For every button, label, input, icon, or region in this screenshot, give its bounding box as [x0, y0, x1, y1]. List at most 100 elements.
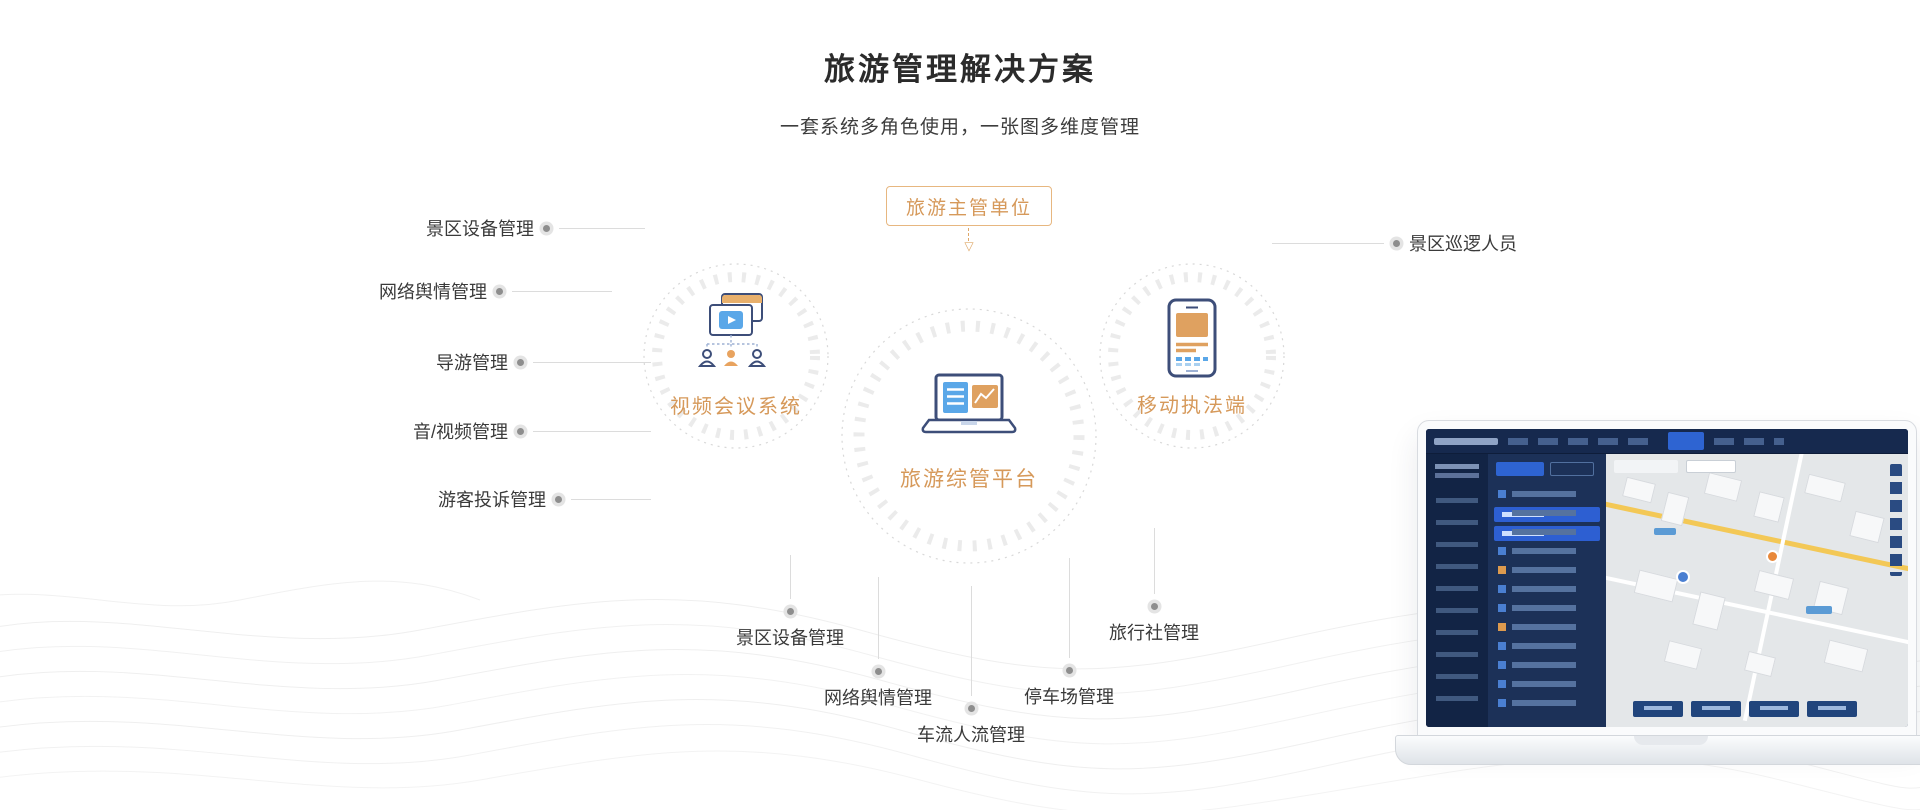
bottom-label-4: 停车场管理	[1024, 687, 1114, 707]
map-filter-button	[1614, 460, 1678, 473]
map-marker-blue	[1676, 570, 1690, 584]
dashboard-body	[1426, 454, 1908, 727]
panel-secondary-button	[1550, 462, 1594, 476]
connector-dot	[874, 668, 882, 675]
authority-dashed-line	[968, 228, 969, 241]
dashboard-logo	[1434, 437, 1498, 445]
map-label-pill	[1654, 528, 1676, 535]
node-platform: 旅游综管平台	[840, 307, 1098, 565]
connector-line	[533, 361, 651, 363]
left-label-5: 游客投诉管理	[438, 490, 546, 510]
bottom-connector-5: 旅行社管理	[1109, 528, 1199, 645]
node-mobile-label: 移动执法端	[1137, 395, 1247, 417]
panel-selected-row	[1494, 507, 1600, 522]
connector-dot	[786, 608, 794, 615]
connector-dot	[543, 224, 550, 232]
panel-warning-icon	[1498, 566, 1506, 574]
connector-line	[970, 586, 972, 696]
connector-line	[571, 498, 651, 500]
bottom-connector-1: 景区设备管理	[736, 555, 844, 650]
dashed-ring	[643, 263, 829, 449]
bottom-label-1: 景区设备管理	[736, 628, 844, 648]
map-action-button	[1806, 701, 1857, 717]
laptop-chart-icon	[921, 373, 1017, 434]
dashboard-sidebar	[1426, 454, 1488, 727]
page-subtitle: 一套系统多角色使用，一张图多维度管理	[779, 117, 1140, 138]
page-title: 旅游管理解决方案	[824, 52, 1096, 87]
node-video-conference: 视频会议系统	[642, 262, 830, 450]
authority-box: 旅游主管单位	[886, 186, 1052, 226]
laptop-base	[1395, 735, 1920, 765]
dashboard-map	[1606, 454, 1908, 727]
connector-dot	[517, 358, 524, 366]
map-building	[1703, 472, 1743, 502]
left-connector-5: 游客投诉管理	[438, 486, 651, 512]
bottom-label-5: 旅行社管理	[1109, 623, 1199, 643]
bottom-connector-4: 停车场管理	[1024, 558, 1114, 709]
topographic-lines	[0, 580, 1920, 810]
left-label-3: 导游管理	[436, 353, 508, 373]
map-building	[1753, 491, 1785, 523]
connector-line	[533, 430, 652, 432]
map-building	[1633, 569, 1679, 603]
laptop-mockup	[1395, 420, 1920, 772]
map-building	[1622, 476, 1656, 504]
panel-primary-button	[1496, 462, 1544, 476]
node-platform-label: 旅游综管平台	[900, 468, 1038, 491]
connector-line	[1153, 528, 1155, 594]
dashboard-active-tab	[1668, 432, 1704, 450]
map-action-button	[1748, 701, 1799, 717]
mobile-phone-icon	[1167, 298, 1217, 378]
panel-warning-icon	[1498, 623, 1506, 631]
map-action-button	[1632, 701, 1683, 717]
left-label-4: 音/视频管理	[413, 422, 509, 442]
laptop-screen	[1417, 420, 1917, 736]
map-filter-button	[1686, 460, 1736, 473]
panel-selected-row	[1494, 526, 1600, 541]
connector-line	[1068, 558, 1070, 658]
dashed-ring	[841, 308, 1097, 564]
map-building	[1804, 473, 1846, 503]
left-label-2: 网络舆情管理	[379, 282, 487, 302]
map-bottom-buttons	[1632, 701, 1857, 717]
dashboard-screenshot	[1426, 429, 1908, 727]
map-action-button	[1690, 701, 1741, 717]
bottom-connector-3: 车流人流管理	[917, 586, 1025, 747]
connector-line	[559, 227, 645, 229]
left-label-1: 景区设备管理	[426, 219, 534, 239]
dashboard-nav-items	[1508, 437, 1658, 445]
left-connector-3: 导游管理	[436, 349, 651, 375]
map-label-pill	[1806, 606, 1832, 614]
map-building	[1849, 510, 1885, 544]
bottom-label-2: 网络舆情管理	[824, 688, 932, 708]
connector-line	[512, 290, 612, 292]
bottom-label-3: 车流人流管理	[917, 725, 1025, 745]
connector-dot	[517, 427, 525, 435]
bottom-connector-2: 网络舆情管理	[824, 577, 932, 710]
node-video-label: 视频会议系统	[670, 396, 802, 418]
left-connector-2: 网络舆情管理	[379, 278, 612, 304]
connector-line	[789, 555, 791, 599]
map-building	[1753, 569, 1795, 601]
connector-dot	[555, 495, 562, 503]
dashboard-nav-items	[1714, 437, 1784, 445]
dashboard-panel	[1488, 454, 1606, 727]
left-connector-4: 音/视频管理	[413, 418, 652, 444]
map-building	[1743, 650, 1777, 678]
video-conference-icon	[697, 293, 767, 367]
right-connector-1: 景区巡逻人员	[1272, 230, 1517, 256]
right-label-1: 景区巡逻人员	[1409, 234, 1517, 254]
node-mobile-enforcement: 移动执法端	[1098, 262, 1286, 450]
dashboard-header	[1426, 429, 1908, 454]
connector-dot	[967, 705, 975, 712]
left-connector-1: 景区设备管理	[426, 215, 645, 241]
connector-line	[1272, 242, 1384, 244]
map-building	[1663, 640, 1703, 670]
connector-dot	[496, 287, 503, 295]
down-arrow-icon: ▽	[964, 239, 974, 253]
connector-line	[877, 577, 879, 659]
map-building	[1823, 639, 1869, 673]
map-toolbar	[1890, 464, 1902, 576]
connector-dot	[1393, 239, 1400, 247]
